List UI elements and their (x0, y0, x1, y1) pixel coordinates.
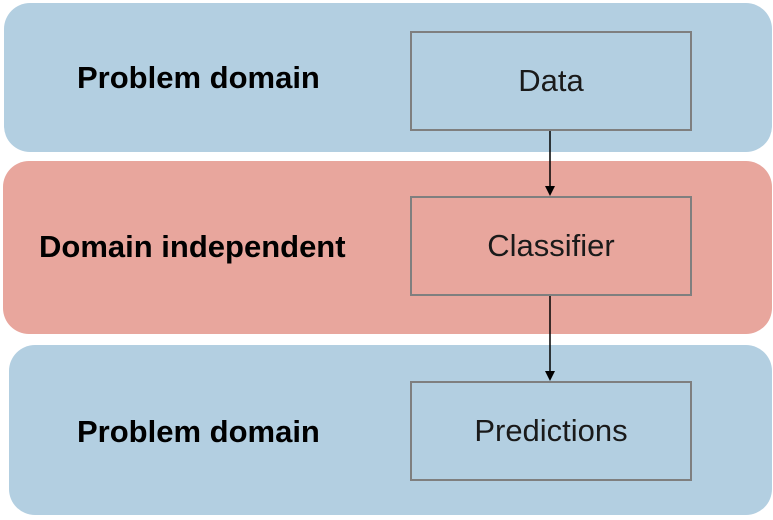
problem-domain-band-top (4, 3, 772, 152)
predictions-node: Predictions (410, 381, 692, 481)
classifier-node: Classifier (410, 196, 692, 296)
data-node: Data (410, 31, 692, 131)
problem-domain-label-bottom: Problem domain (77, 414, 320, 449)
domain-independent-band (3, 161, 772, 334)
domain-independent-label: Domain independent (39, 229, 346, 264)
problem-domain-band-bottom (9, 345, 772, 515)
problem-domain-label-top: Problem domain (77, 60, 320, 95)
